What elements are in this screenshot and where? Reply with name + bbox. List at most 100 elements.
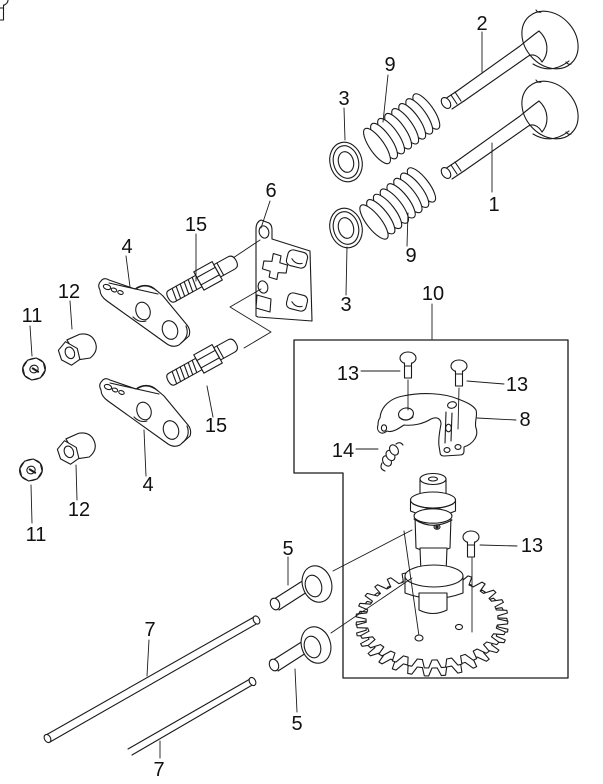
callout-leader [146, 639, 150, 677]
callout-leader [143, 429, 147, 477]
callout-leader [466, 380, 505, 385]
callout-5a: 5 [282, 538, 294, 586]
gear-pin-hole [414, 634, 424, 642]
callout-15b: 15 [205, 385, 227, 437]
callout-11b: 11 [26, 484, 47, 546]
callout-label: 13 [521, 535, 543, 557]
plate-slot-upper [285, 249, 309, 269]
callout-12b: 12 [68, 464, 90, 521]
timing-mark [433, 524, 441, 530]
rocker-pivot-hole [135, 301, 151, 321]
callout-label: 2 [476, 13, 487, 35]
rocker-arm-upper [98, 278, 191, 347]
callout-3b: 3 [340, 246, 352, 316]
bolt-upper-left [399, 351, 417, 379]
assembly-line-tappet-upper [332, 529, 413, 572]
callout-leader [406, 212, 409, 247]
callout-3a: 3 [338, 88, 350, 141]
callout-label: 9 [384, 54, 395, 76]
callout-7b: 7 [153, 740, 165, 781]
callout-5b: 5 [291, 668, 303, 735]
flange-nut-upper [22, 357, 46, 381]
callout-7a: 7 [144, 619, 156, 677]
cam-gear [355, 569, 509, 677]
callout-4b: 4 [142, 429, 154, 496]
callout-4a: 4 [121, 236, 133, 288]
callout-6: 6 [260, 180, 277, 229]
callout-leader [476, 417, 517, 421]
assembly-line-bolt-right [457, 387, 460, 430]
callout-label: 4 [142, 474, 153, 496]
guide-plate [255, 219, 313, 322]
bolt-lower [462, 530, 480, 558]
callout-label: 13 [506, 374, 528, 396]
stud-upper [166, 255, 238, 303]
rocker-arm-lower [99, 378, 192, 447]
callout-2: 2 [476, 13, 488, 73]
callout-9a: 9 [382, 54, 396, 123]
callout-15a: 15 [185, 214, 207, 282]
callout-label: 7 [153, 759, 164, 781]
callout-12a: 12 [58, 281, 80, 330]
valve-upper [440, 9, 579, 110]
callout-label: 14 [332, 440, 354, 462]
callout-leader [382, 74, 389, 123]
callout-13b: 13 [466, 374, 528, 396]
callout-8: 8 [476, 409, 531, 431]
callout-label: 1 [488, 194, 499, 216]
assembly-line-stud-lower [229, 288, 272, 349]
callout-leader [69, 300, 73, 330]
camshaft [404, 472, 464, 615]
callout-13a: 13 [337, 363, 401, 385]
valve-lower [438, 69, 591, 181]
callout-label: 3 [340, 294, 351, 316]
rocker-end-hole [161, 320, 179, 340]
plate-slot-lower [285, 292, 309, 312]
callout-14: 14 [332, 440, 379, 462]
callout-leader [479, 544, 518, 547]
flange-nut-lower [15, 455, 47, 485]
push-rod-upper [43, 615, 261, 744]
callout-label: 15 [205, 415, 227, 437]
spring-retainer-upper [329, 141, 363, 183]
callout-label: 12 [58, 281, 80, 303]
callout-label: 5 [291, 713, 302, 735]
callout-leader [345, 246, 348, 296]
pivot-nut-upper [57, 333, 97, 366]
callout-11a: 11 [22, 305, 43, 357]
callout-1: 1 [488, 142, 500, 216]
callout-label: 12 [68, 499, 90, 521]
callout-13c: 13 [479, 535, 543, 557]
callout-label: 11 [26, 524, 47, 546]
callout-leader [125, 255, 131, 288]
valve-spring-upper [363, 93, 441, 165]
callout-label: 11 [22, 305, 43, 327]
plate-tab [255, 294, 272, 313]
assembly-line-cam-pin [403, 530, 420, 637]
governor-spring [380, 442, 404, 472]
tappet-lower [267, 622, 337, 673]
callout-leader [30, 484, 33, 524]
callouts: 2 9 3 1 9 3 6 15 4 12 11 10 13 13 8 14 1… [22, 13, 544, 781]
callout-10: 10 [422, 283, 444, 340]
callout-label: 10 [422, 283, 444, 305]
callout-leader [343, 107, 346, 141]
plate-ear-hole [258, 225, 270, 239]
callout-leader [75, 464, 78, 501]
bolt-shape [0, 0, 9, 21]
callout-label: 7 [144, 619, 155, 641]
gear-face-hole [454, 623, 464, 631]
callout-leader [29, 325, 33, 357]
valve-spring-lower [354, 163, 441, 244]
callout-9b: 9 [405, 212, 417, 267]
callout-label: 3 [338, 88, 349, 110]
governor-plate [377, 393, 478, 457]
callout-label: 5 [282, 538, 293, 560]
push-rod-lower [127, 676, 257, 756]
callout-leader [206, 385, 214, 418]
callout-label: 13 [337, 363, 359, 385]
assembly-line-tappet-lower [330, 577, 413, 634]
plate-cross-cutout [261, 252, 289, 281]
